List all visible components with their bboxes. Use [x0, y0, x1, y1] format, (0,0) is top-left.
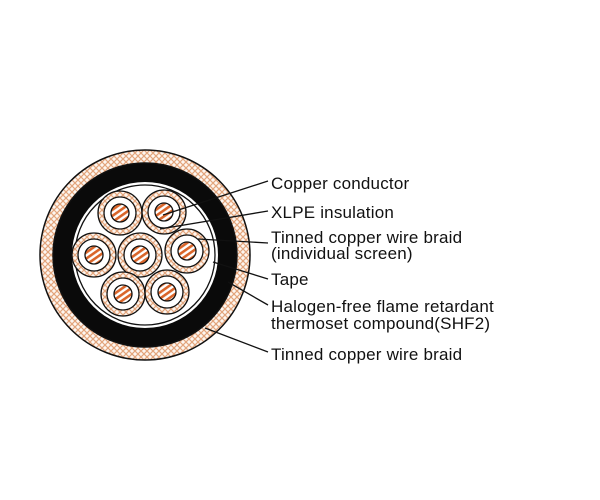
core-copper-conductor	[130, 245, 150, 265]
leader-lines	[159, 180, 269, 353]
label-xlpe-insulation: XLPE insulation	[271, 203, 395, 222]
label-outer-braid: Tinned copper wire braid	[271, 345, 463, 364]
core-copper-conductor	[84, 245, 104, 265]
core-copper-conductor	[110, 203, 130, 223]
core-copper-conductor	[177, 241, 197, 261]
core-7	[144, 269, 190, 315]
leader-insulation	[159, 210, 269, 230]
label-individual-screen-2: (individual screen)	[271, 244, 413, 263]
label-sheath-2: thermoset compound(SHF2)	[271, 314, 491, 333]
core-copper-conductor	[157, 282, 177, 302]
label-sheath-1: Halogen-free flame retardant	[271, 297, 494, 316]
label-copper-conductor: Copper conductor	[271, 174, 410, 193]
core-3	[164, 228, 210, 274]
core-6	[100, 271, 146, 317]
core-2	[71, 232, 117, 278]
leader-tape	[212, 261, 269, 280]
label-individual-screen-1: Tinned copper wire braid	[271, 228, 463, 247]
label-tape: Tape	[271, 270, 309, 289]
leader-outer-braid	[204, 327, 269, 353]
core-5	[141, 189, 187, 235]
leader-conductor	[162, 180, 269, 216]
core-4	[97, 190, 143, 236]
core-copper-conductor	[113, 284, 133, 304]
core-1	[117, 232, 163, 278]
leader-screen	[197, 238, 269, 244]
leader-sheath	[227, 281, 269, 306]
